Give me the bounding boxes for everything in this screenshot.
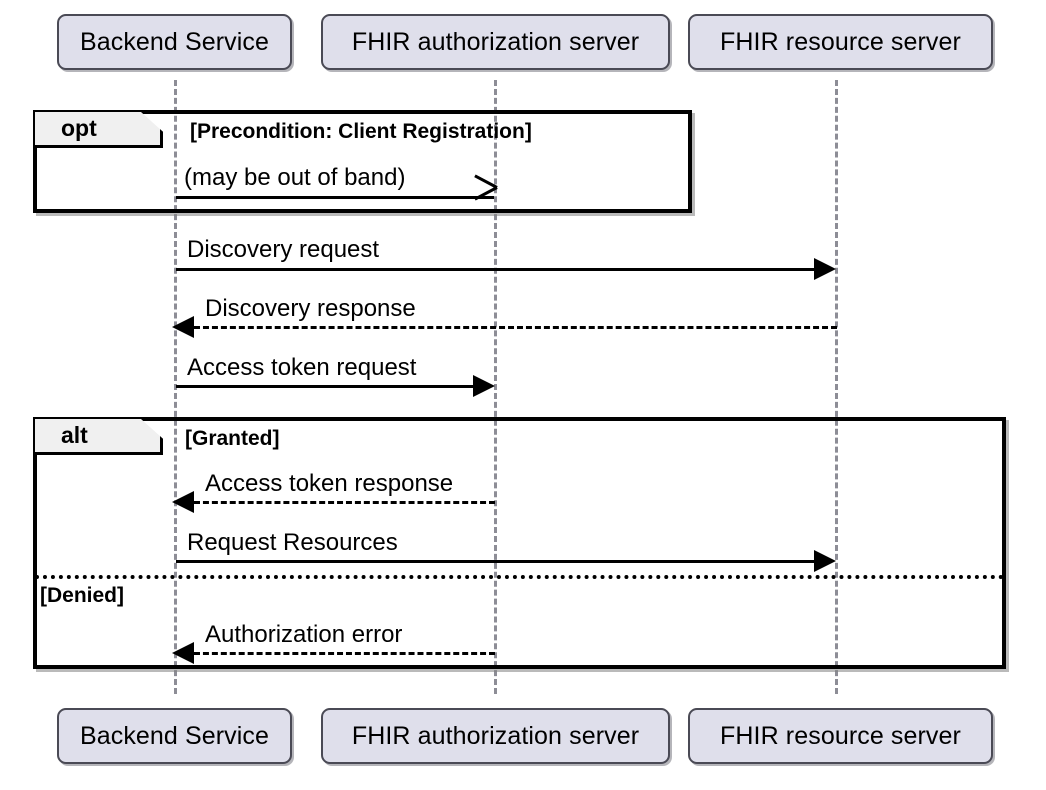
- lifeline-auth: [494, 80, 497, 694]
- message-line-discovery-response: [194, 326, 837, 329]
- message-arrowhead-client-registration: [472, 186, 494, 208]
- message-arrowhead-request-resources: [814, 550, 836, 572]
- message-label-client-registration: (may be out of band): [184, 164, 406, 191]
- participant-label: FHIR authorization server: [351, 27, 640, 56]
- alt-fragment-guard-granted: [Granted]: [185, 427, 280, 450]
- alt-fragment-operator-tab: alt: [35, 419, 163, 455]
- lifeline-backend: [174, 80, 177, 694]
- message-label-access-token-request: Access token request: [187, 354, 417, 381]
- message-line-authorization-error: [194, 652, 495, 655]
- participant-label: FHIR resource server: [720, 721, 961, 750]
- message-arrowhead-authorization-error: [172, 642, 194, 664]
- participant-label: Backend Service: [79, 27, 270, 56]
- message-arrowhead-discovery-request: [814, 258, 836, 280]
- alt-fragment[interactable]: [33, 417, 1006, 669]
- message-line-access-token-request: [176, 385, 475, 388]
- opt-fragment-operator-label: opt: [61, 115, 97, 141]
- message-line-discovery-request: [176, 268, 816, 271]
- alt-fragment-divider: [35, 575, 1004, 579]
- message-line-client-registration: [176, 196, 494, 199]
- participant-backend-service[interactable]: Backend Service: [57, 14, 292, 70]
- participant-footer-fhir-resource-server[interactable]: FHIR resource server: [688, 708, 993, 764]
- participant-fhir-authorization-server[interactable]: FHIR authorization server: [321, 14, 670, 70]
- participant-label: Backend Service: [79, 721, 270, 750]
- participant-label: FHIR resource server: [720, 27, 961, 56]
- message-line-request-resources: [176, 560, 816, 563]
- participant-label: FHIR authorization server: [351, 721, 640, 750]
- message-label-request-resources: Request Resources: [187, 529, 398, 556]
- message-arrowhead-discovery-response: [172, 316, 194, 338]
- participant-footer-fhir-authorization-server[interactable]: FHIR authorization server: [321, 708, 670, 764]
- alt-fragment-operator-label: alt: [61, 422, 88, 448]
- opt-fragment-guard: [Precondition: Client Registration]: [190, 120, 532, 143]
- opt-fragment-operator-tab: opt: [35, 112, 163, 148]
- message-arrowhead-access-token-request: [473, 375, 495, 397]
- message-line-access-token-response: [194, 501, 495, 504]
- message-label-discovery-response: Discovery response: [205, 295, 416, 322]
- alt-fragment-guard-denied: [Denied]: [40, 584, 124, 607]
- message-label-authorization-error: Authorization error: [205, 621, 403, 648]
- participant-footer-backend-service[interactable]: Backend Service: [57, 708, 292, 764]
- participant-fhir-resource-server[interactable]: FHIR resource server: [688, 14, 993, 70]
- message-label-discovery-request: Discovery request: [187, 236, 380, 263]
- message-arrowhead-access-token-response: [172, 491, 194, 513]
- opt-fragment[interactable]: [33, 110, 692, 213]
- message-label-access-token-response: Access token response: [205, 470, 454, 497]
- lifeline-resource: [835, 80, 838, 694]
